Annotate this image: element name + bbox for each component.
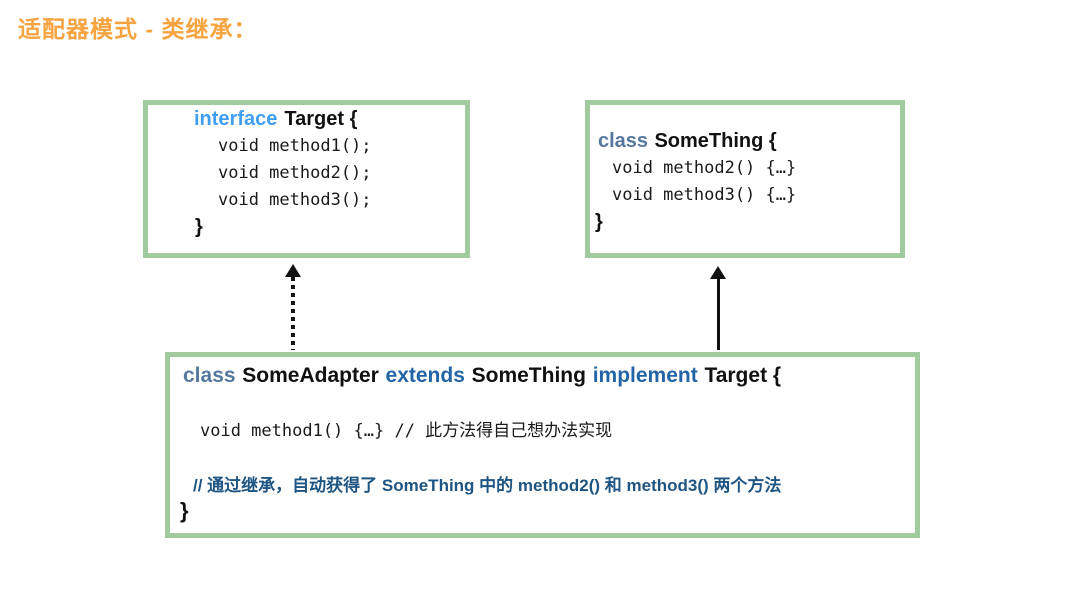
interface-keyword: interface (194, 108, 278, 130)
implements-arrow-shaft (291, 277, 295, 350)
extends-arrow-shaft (716, 279, 720, 350)
target-box-header: interface Target { (194, 108, 465, 131)
adapter-method1-line: void method1() {…} // 此方法得自己想办法实现 (200, 421, 613, 441)
class-keyword: class (598, 130, 649, 152)
implement-keyword: implement (592, 364, 698, 387)
extends-keyword: extends (385, 364, 465, 387)
class-keyword: class (183, 364, 236, 387)
slide-title: 适配器模式 - 类继承： (18, 16, 258, 42)
target-method1-line: void method1(); (218, 136, 372, 156)
target-interface-box: interface Target { void method1(); void m… (143, 100, 470, 258)
target-name: Target { (284, 108, 358, 130)
implements-arrow-head-icon (285, 264, 301, 277)
target-close-brace: } (195, 216, 203, 238)
target-method2-line: void method2(); (218, 163, 372, 183)
something-method3-line: void method3() {…} (612, 185, 797, 205)
target-method3-line: void method3(); (218, 190, 372, 210)
extends-arrow (710, 266, 726, 352)
adapter-name: SomeAdapter (242, 364, 379, 387)
adapter-inheritance-comment: // 通过继承，自动获得了 SomeThing 中的 method2() 和 m… (193, 476, 782, 495)
something-name: SomeThing { (654, 130, 777, 152)
adapter-close-brace: } (180, 498, 189, 523)
implement-target-name: Target { (704, 364, 782, 387)
implements-arrow (285, 264, 301, 352)
something-close-brace: } (595, 211, 603, 233)
adapter-class-box: class SomeAdapter extends SomeThing implemen… (165, 352, 920, 538)
extends-target-name: SomeThing (471, 364, 586, 387)
adapter-box-header: class SomeAdapter extends SomeThing implemen… (183, 364, 915, 388)
extends-arrow-head-icon (710, 266, 726, 279)
something-method2-line: void method2() {…} (612, 158, 797, 178)
